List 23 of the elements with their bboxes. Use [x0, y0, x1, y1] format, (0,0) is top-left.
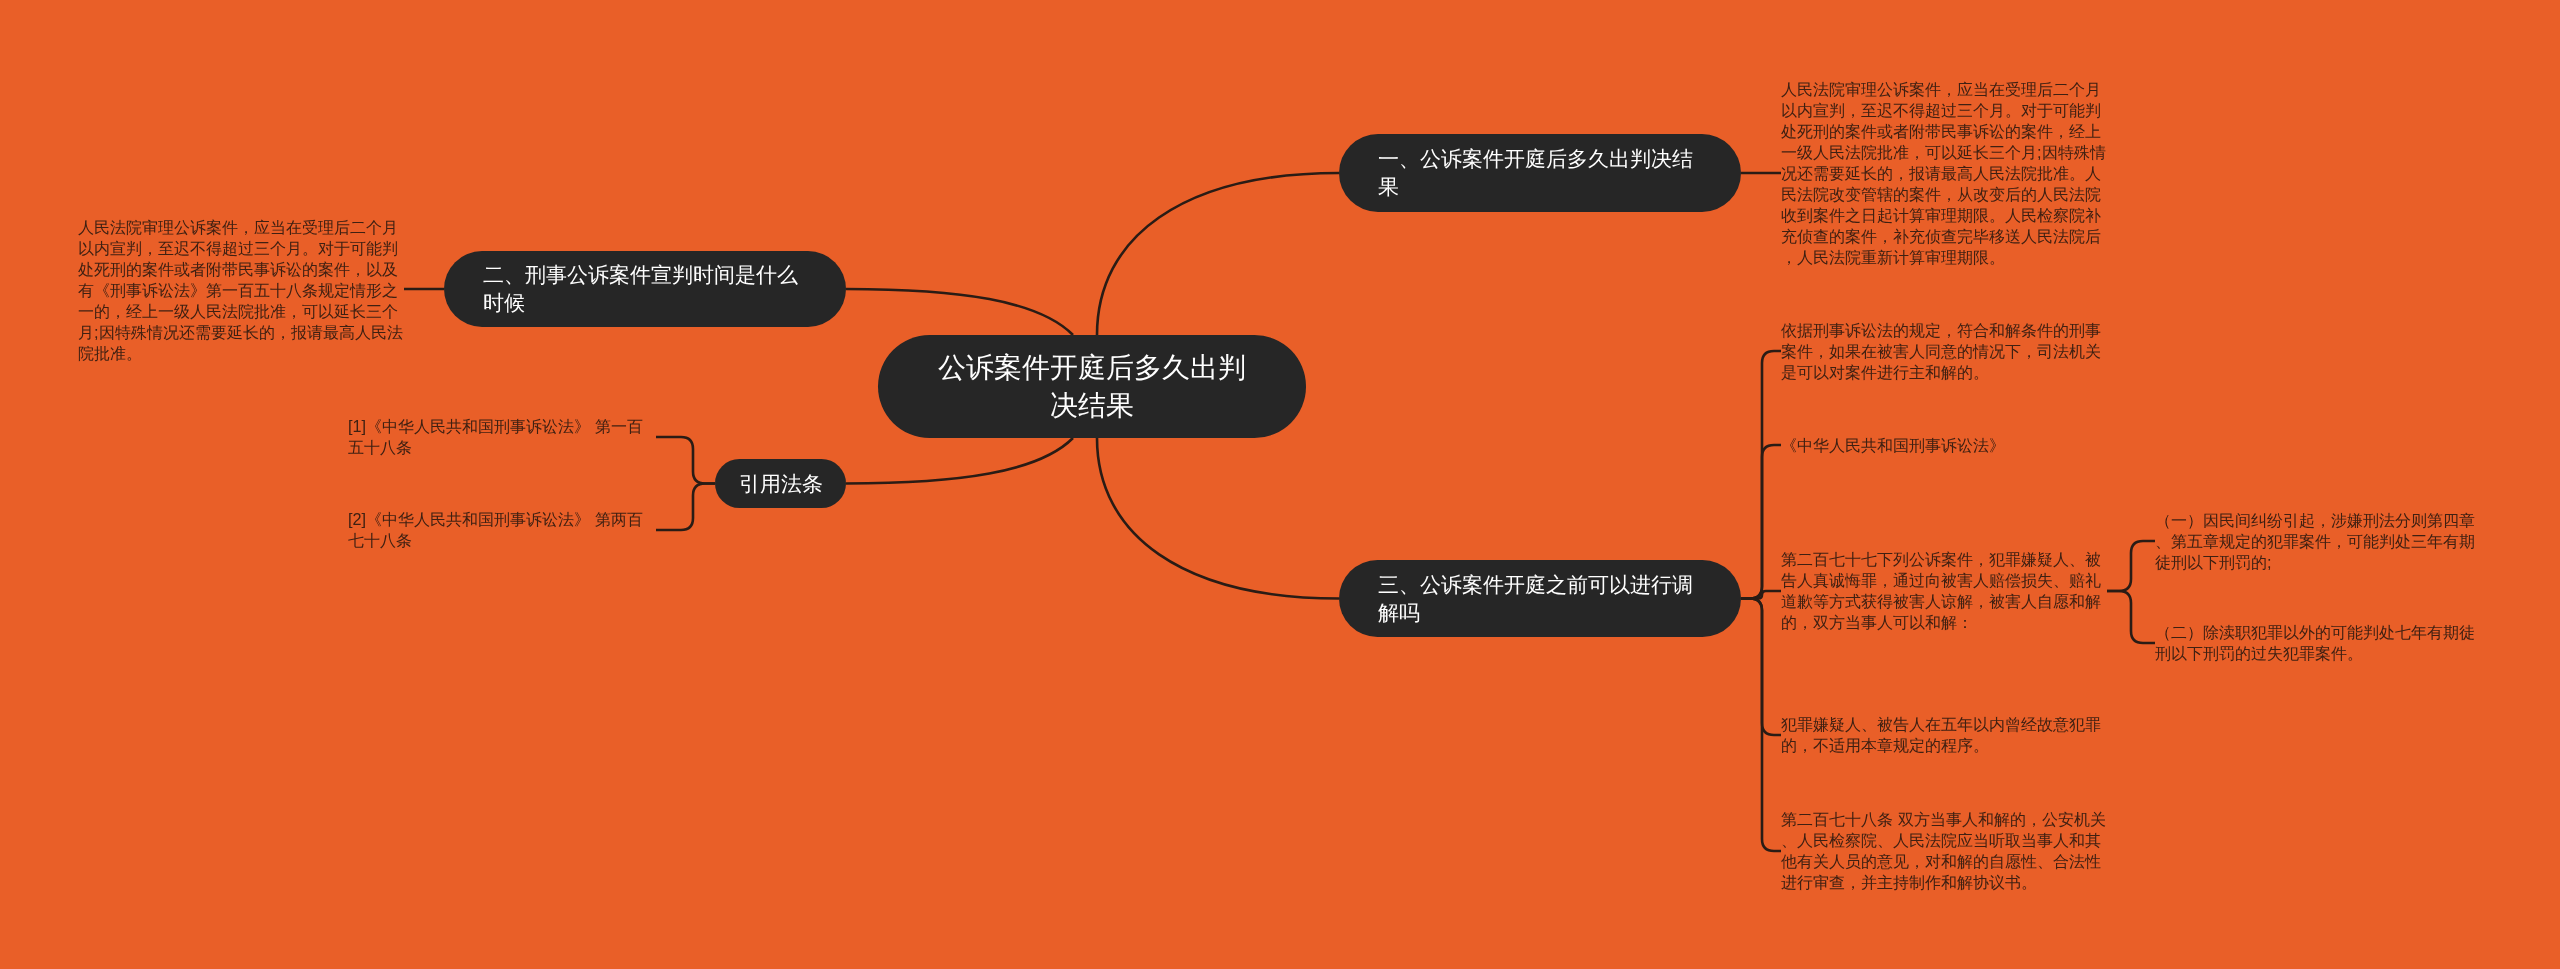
connector-line	[656, 482, 715, 532]
central-topic: 公诉案件开庭后多久出判决结果	[878, 335, 1306, 438]
note-text: （一）因民间纠纷引起，涉嫌刑法分则第四章、第五章规定的犯罪案件，可能判处三年有期徒刑以下刑罚的;	[2155, 509, 2481, 573]
citation-text: [2]《中华人民共和国刑事诉讼法》 第两百七十八条	[348, 509, 656, 551]
note-text: 人民法院审理公诉案件，应当在受理后二个月以内宣判，至迟不得超过三个月。对于可能判处死刑的案件或者附带民事诉讼的案件，以及有《刑事诉讼法》第一百五十八条规定情形之一的，经上一级人民法院批准，可以延长三个月;因特殊情况还需要延长的，报请最高人民法院批准。	[78, 216, 404, 364]
branch-topic: 二、刑事公诉案件宣判时间是什么时候	[444, 251, 846, 327]
connector-line	[404, 287, 444, 291]
connector-line	[1741, 171, 1781, 175]
connector-line	[1095, 171, 1340, 336]
note-text: （二）除渎职犯罪以外的可能判处七年有期徒刑以下刑罚的过失犯罪案件。	[2155, 622, 2481, 664]
citation-text: [1]《中华人民共和国刑事诉讼法》 第一百五十八条	[348, 416, 656, 458]
branch-topic: 引用法条	[715, 459, 846, 508]
branch-topic: 一、公诉案件开庭后多久出判决结果	[1339, 134, 1741, 212]
note-text: 依据刑事诉讼法的规定，符合和解条件的刑事案件，如果在被害人同意的情况下，司法机关是可以对案件进行主和解的。	[1781, 319, 2107, 383]
note-text: 第二百七十七下列公诉案件，犯罪嫌疑人、被告人真诚悔罪，通过向被害人赔偿损失、赔礼道歉等方式获得被害人谅解，被害人自愿和解的，双方当事人可以和解：	[1781, 549, 2107, 633]
connector-line	[1095, 437, 1340, 600]
note-text: 人民法院审理公诉案件，应当在受理后二个月以内宣判，至迟不得超过三个月。对于可能判处死刑的案件或者附带民事诉讼的案件，经上一级人民法院批准，可以延长三个月;因特殊情况还需要延长的，报请最高人民法院批准。人民法院改变管辖的案件，从改变后的人民法院收到案件之日起计算审理期限。人民检察院补充侦查的案件，补充侦查完毕移送人民法院后，人民法院重新计算审理期限。	[1781, 78, 2107, 268]
branch-topic: 三、公诉案件开庭之前可以进行调解吗	[1339, 560, 1741, 637]
note-text: 犯罪嫌疑人、被告人在五年以内曾经故意犯罪的，不适用本章规定的程序。	[1781, 714, 2107, 756]
note-text: 第二百七十八条 双方当事人和解的，公安机关、人民检察院、人民法院应当听取当事人和其他有关人员的意见，对和解的自愿性、合法性进行审查，并主持制作和解协议书。	[1781, 809, 2107, 893]
note-text: 《中华人民共和国刑事诉讼法》	[1781, 434, 2005, 456]
connector-line	[846, 437, 1074, 485]
connector-line	[846, 287, 1074, 336]
